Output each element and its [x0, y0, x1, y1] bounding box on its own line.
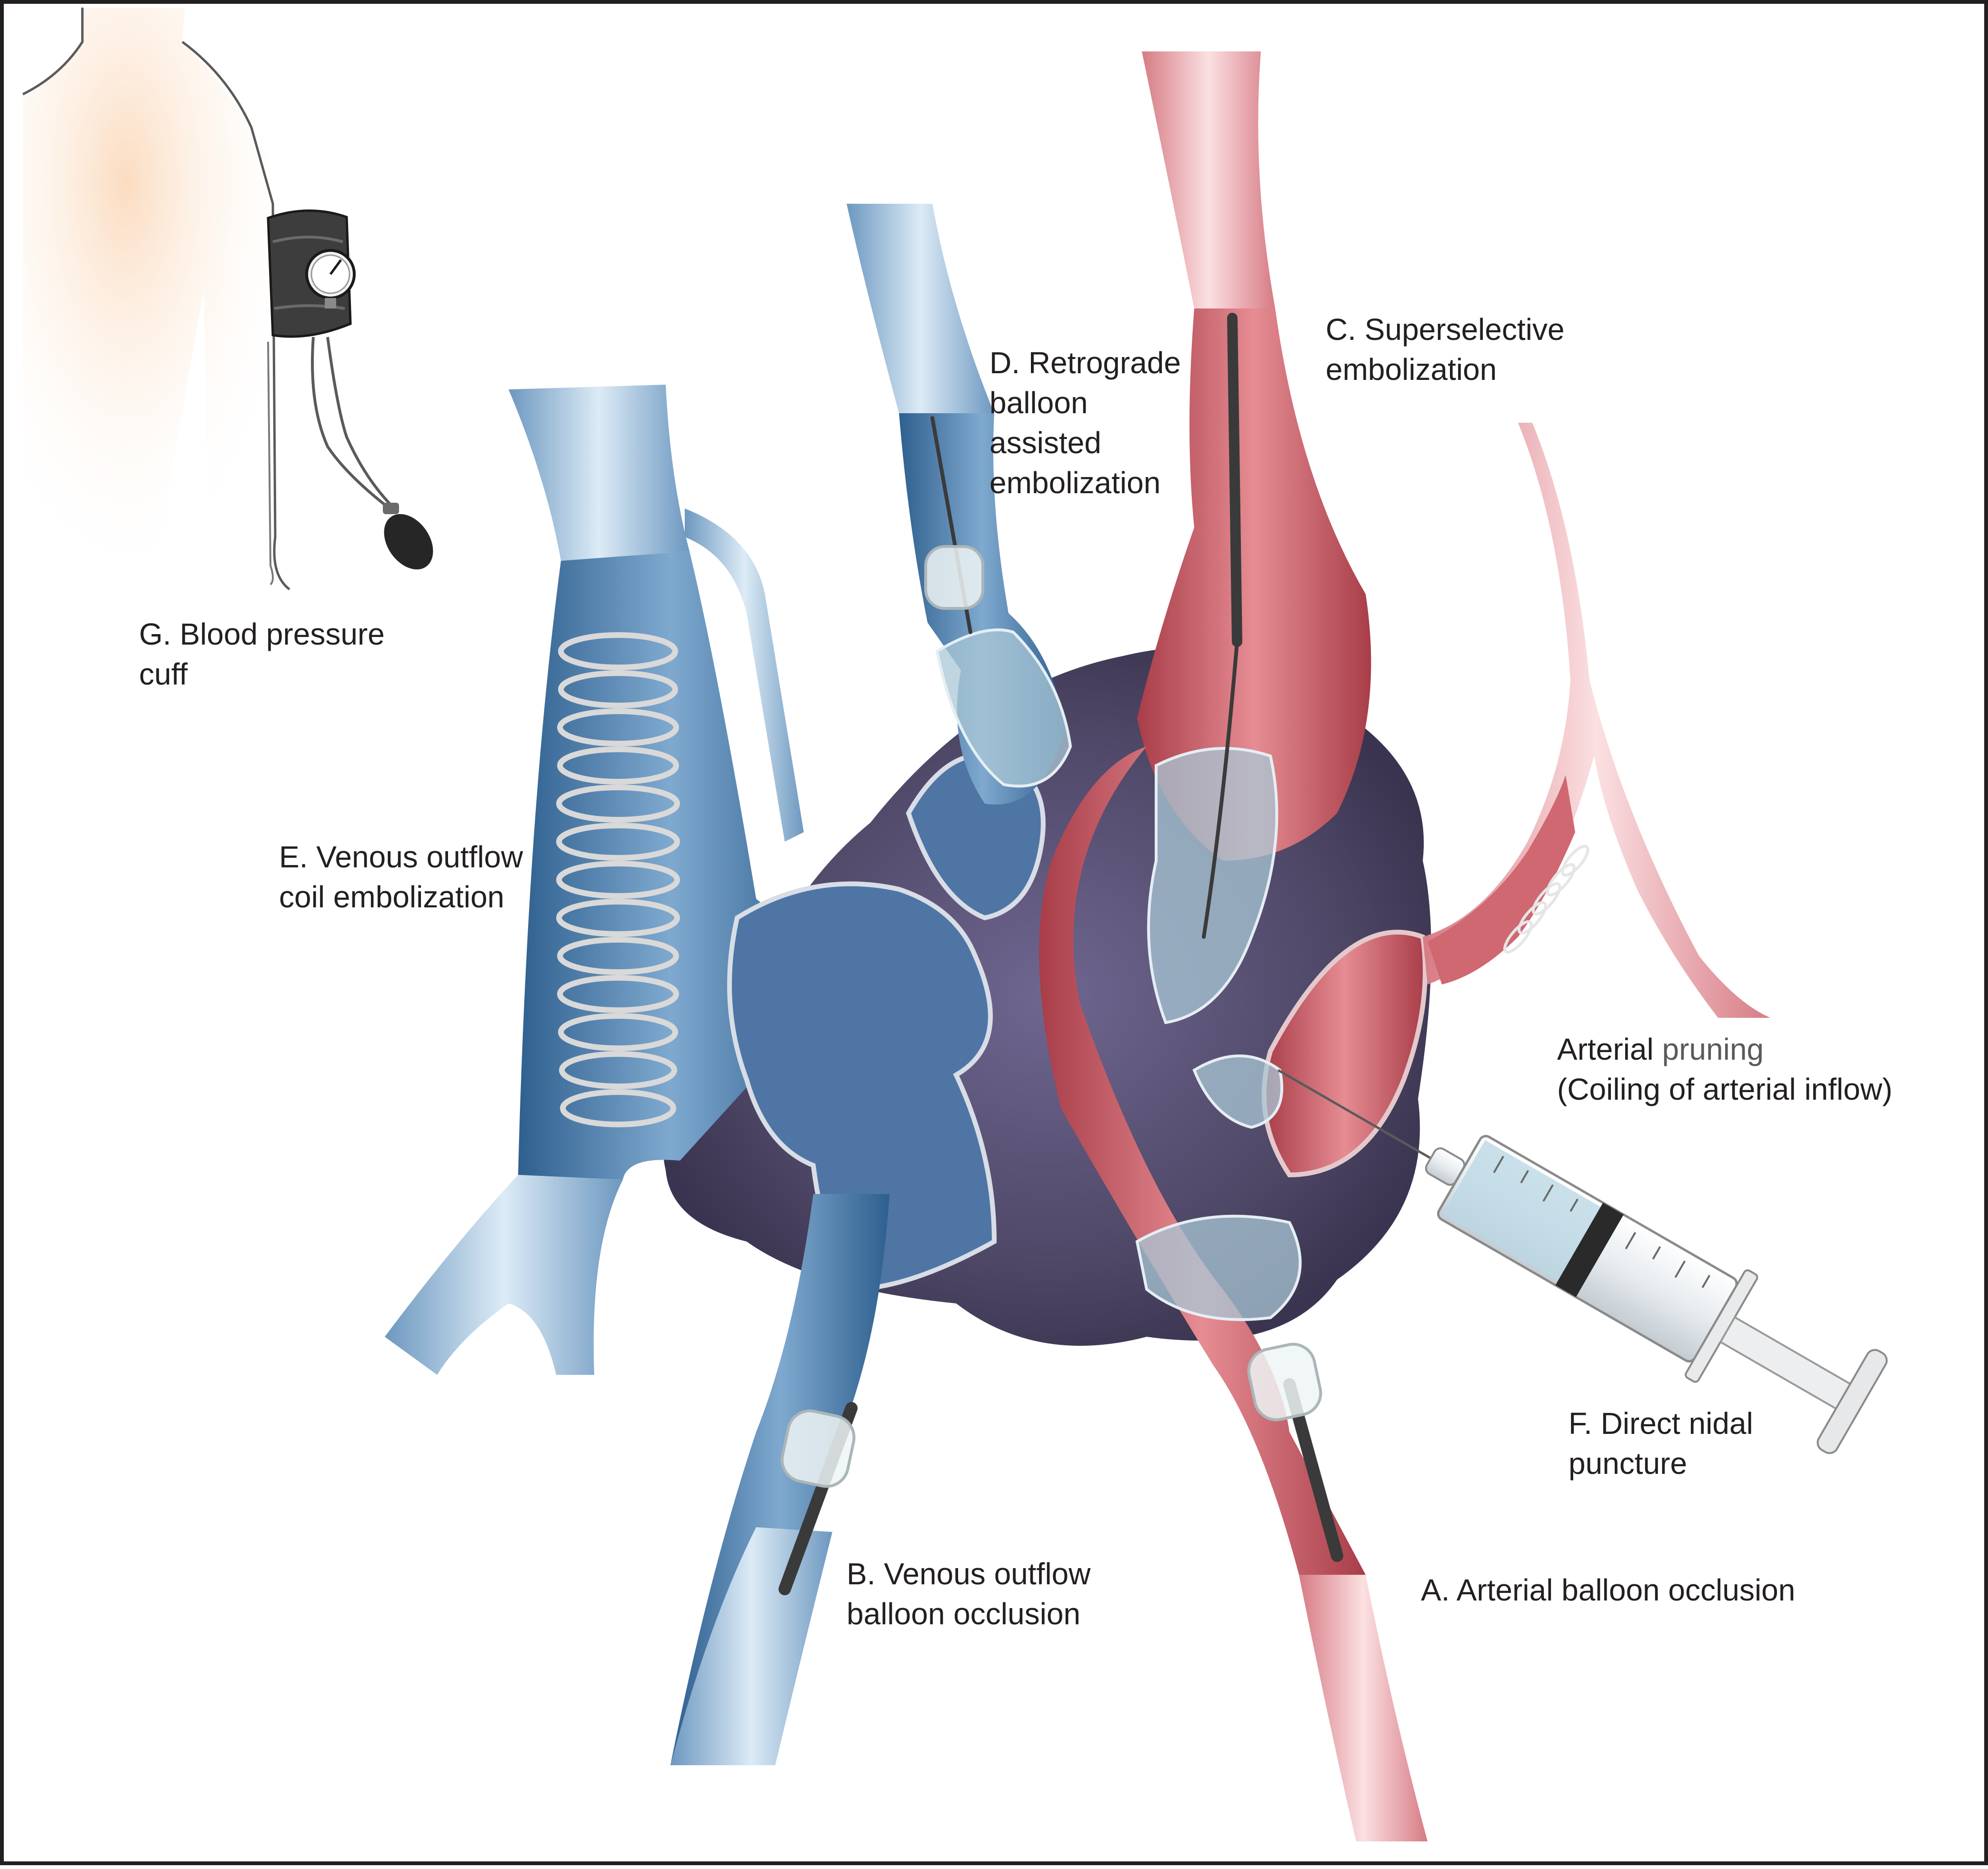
label-arterial-balloon-occlusion: A. Arterial balloon occlusion [1421, 1573, 1796, 1607]
coil-icon [1503, 845, 1589, 954]
feeding-artery [1039, 51, 1428, 1841]
coil-icon [556, 632, 680, 1127]
syringe-icon [1278, 1069, 1888, 1454]
arm-icon [22, 8, 290, 590]
avm-embolization-illustration [22, 8, 1888, 1841]
label-arterial-pruning: Arterial pruning (Coiling of arterial in… [1557, 1032, 1893, 1106]
venous-outflow-lower [670, 1194, 889, 1765]
inflation-bulb-icon [311, 337, 433, 570]
pressure-gauge-icon [305, 249, 356, 308]
pruning-artery [1423, 423, 1770, 1018]
balloon-icon [780, 545, 1322, 1488]
